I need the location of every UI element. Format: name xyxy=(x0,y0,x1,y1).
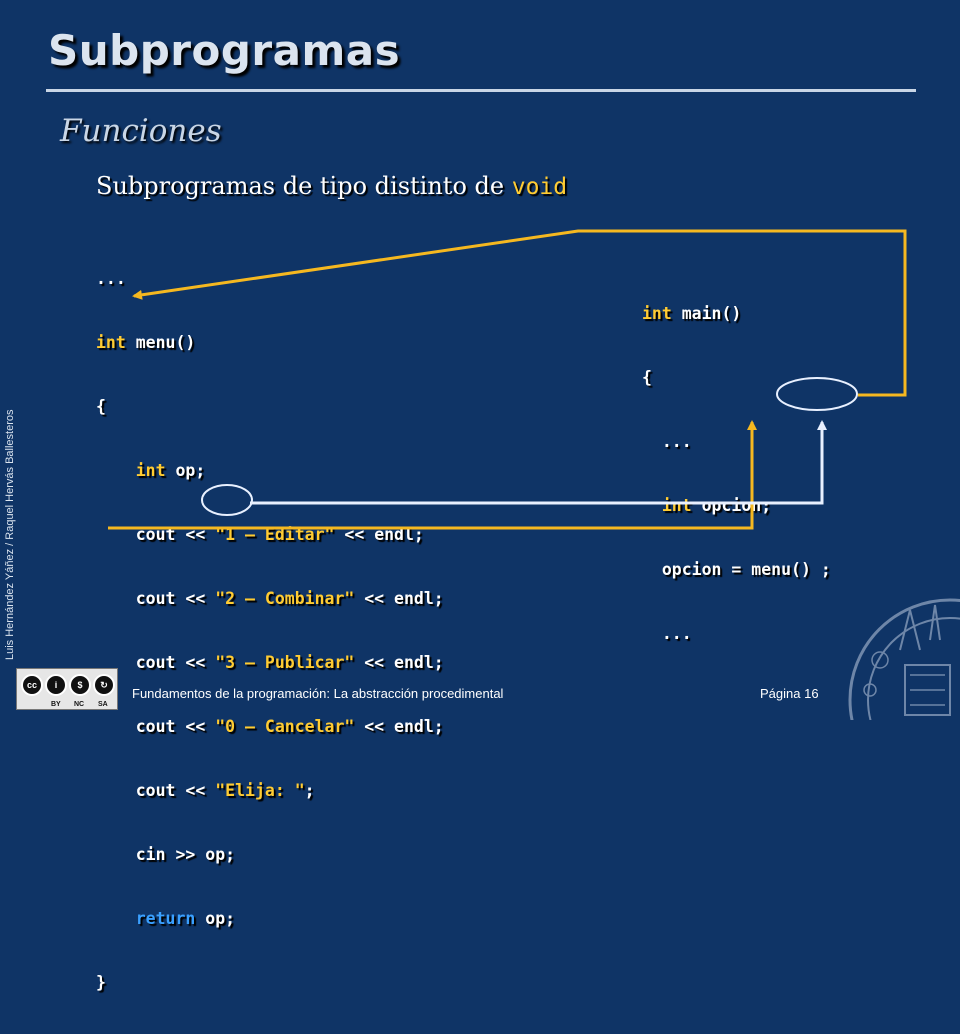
code-int-keyword: int xyxy=(135,461,166,480)
cc-license-badge: cc i $ ↻ BY NC SA xyxy=(16,668,118,710)
nc-icon: $ xyxy=(69,674,91,696)
title-divider xyxy=(46,89,916,92)
code-line: } xyxy=(96,970,444,996)
code-cin: cin >> op; xyxy=(135,845,236,864)
code-opcion-declaration: opcion; xyxy=(691,496,772,515)
license-label-sa: SA xyxy=(98,701,108,708)
code-close-brace: } xyxy=(96,973,106,992)
code-string-prompt: "Elija: " xyxy=(215,781,305,800)
code-ellipsis: ... xyxy=(661,432,692,451)
code-endl: << endl; xyxy=(354,589,444,608)
code-line: opcion = menu() ; xyxy=(642,557,831,583)
slide: Subprogramas Funciones Subprogramas de t… xyxy=(4,26,960,992)
code-line: ... xyxy=(642,621,831,647)
code-cout: cout << xyxy=(135,653,216,672)
code-open-brace: { xyxy=(96,397,106,416)
code-op-declaration: op; xyxy=(165,461,206,480)
call-arrow xyxy=(132,229,907,397)
code-line: int main() xyxy=(642,301,831,327)
code-line: int op; xyxy=(96,458,444,484)
return-op-highlight xyxy=(201,484,253,516)
license-label-nc: NC xyxy=(74,701,85,708)
slide-subtitle: Funciones xyxy=(60,113,222,149)
code-line: cout << "Elija: "; xyxy=(96,778,444,804)
footer-course: Fundamentos de la programación: La abstr… xyxy=(132,686,504,701)
code-line: int opcion; xyxy=(642,493,831,519)
footer-page-number: Página 16 xyxy=(760,686,819,701)
code-line: cin >> op; xyxy=(96,842,444,868)
code-endl: << endl; xyxy=(334,525,424,544)
code-semicolon: ; xyxy=(304,781,315,800)
cc-icon: cc xyxy=(21,674,43,696)
code-open-brace: { xyxy=(642,368,652,387)
code-line: cout << "3 – Publicar" << endl; xyxy=(96,650,444,676)
by-icon: i xyxy=(45,674,67,696)
code-assignment: opcion = menu() ; xyxy=(661,560,831,579)
main-function-code: int main() { ... int opcion; opcion = me… xyxy=(642,263,831,685)
code-line: cout << "2 – Combinar" << endl; xyxy=(96,586,444,612)
code-cout: cout << xyxy=(135,781,216,800)
end-return-arrow xyxy=(108,420,757,530)
code-string-option-2: "2 – Combinar" xyxy=(215,589,355,608)
code-int-keyword: int xyxy=(642,304,672,323)
author-credit: Luis Hernández Yáñez / Raquel Hervás Bal… xyxy=(4,409,16,661)
code-return-value: op; xyxy=(195,909,236,928)
code-menu-signature: menu() xyxy=(125,333,196,352)
license-label-by: BY xyxy=(51,701,61,708)
code-line: ... xyxy=(642,429,831,455)
heading-keyword: void xyxy=(511,174,568,200)
section-heading: Subprogramas de tipo distinto de void xyxy=(96,172,567,200)
flow-arrows xyxy=(108,229,907,530)
code-string-option-1: "1 – Editar" xyxy=(215,525,335,544)
university-seal-icon xyxy=(848,598,960,720)
code-endl: << endl; xyxy=(354,653,444,672)
code-line: { xyxy=(642,365,831,391)
sa-icon: ↻ xyxy=(93,674,115,696)
code-string-option-3: "3 – Publicar" xyxy=(215,653,355,672)
slide-title: Subprogramas xyxy=(48,26,401,75)
code-cout: cout << xyxy=(135,589,216,608)
code-cout: cout << xyxy=(135,525,216,544)
code-ellipsis: ... xyxy=(661,624,692,643)
code-main-signature: main() xyxy=(671,304,742,323)
code-return-keyword: return xyxy=(135,909,196,928)
return-value-arrow xyxy=(250,420,827,505)
code-int-keyword: int xyxy=(661,496,692,515)
code-line: { xyxy=(96,394,444,420)
code-line: return op; xyxy=(96,906,444,932)
heading-text: Subprogramas de tipo distinto de xyxy=(96,172,512,200)
code-line: cout << "1 – Editar" << endl; xyxy=(96,522,444,548)
code-int-keyword: int xyxy=(96,333,126,352)
menu-call-highlight xyxy=(776,377,858,411)
code-line: int menu() xyxy=(96,330,444,356)
code-ellipsis: ... xyxy=(96,269,126,288)
code-line: ... xyxy=(96,266,444,292)
